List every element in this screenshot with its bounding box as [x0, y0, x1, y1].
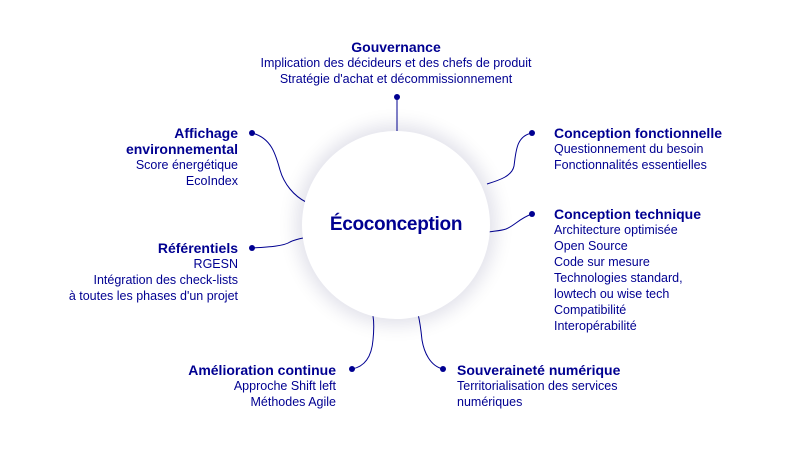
node-dot-gouvernance — [394, 94, 400, 100]
branch-title: Affichage — [174, 125, 238, 141]
branch-referentiels: Référentiels RGESN Intégration des check… — [8, 240, 238, 304]
branch-item: RGESN — [193, 257, 238, 271]
connector-amelioration — [351, 315, 375, 370]
branch-item: Fonctionnalités essentielles — [554, 158, 707, 172]
branch-item: Implication des décideurs et des chefs d… — [260, 56, 532, 70]
node-dot-amelioration — [349, 366, 355, 372]
branch-item: Stratégie d'achat et décommissionnement — [279, 72, 513, 86]
branch-item: Code sur mesure — [554, 255, 650, 269]
branch-item: Approche Shift left — [233, 379, 336, 393]
node-dot-conception-technique — [529, 211, 535, 217]
branch-item: lowtech ou wise tech — [554, 287, 670, 301]
connector-conception-fonctionnelle — [486, 132, 533, 185]
branch-item: Questionnement du besoin — [554, 142, 704, 156]
node-dot-conception-fonctionnelle — [529, 130, 535, 136]
branch-souverainete: Souveraineté numérique Territorialisatio… — [457, 362, 717, 410]
branch-amelioration: Amélioration continue Approche Shift lef… — [88, 362, 336, 410]
branch-title: Amélioration continue — [188, 362, 336, 378]
branch-item: Architecture optimisée — [554, 223, 678, 237]
branch-conception-technique: Conception technique Architecture optimi… — [554, 206, 784, 334]
branch-item: Open Source — [554, 239, 628, 253]
branch-title: Conception technique — [554, 206, 701, 222]
branch-item: Territorialisation des services — [457, 379, 618, 393]
node-dot-souverainete — [440, 366, 446, 372]
node-dot-referentiels — [249, 245, 255, 251]
branch-item: Intégration des check-lists — [93, 273, 238, 287]
connector-conception-technique — [488, 213, 533, 233]
branch-conception-fonctionnelle: Conception fonctionnelle Questionnement … — [554, 125, 784, 173]
branch-item: numériques — [457, 395, 523, 409]
branch-gouvernance: Gouvernance Implication des décideurs et… — [196, 39, 596, 87]
branch-item: à toutes les phases d'un projet — [68, 289, 238, 303]
branch-item: Score énergétique — [135, 158, 238, 172]
branch-title: Référentiels — [157, 240, 238, 256]
branch-title: Souveraineté numérique — [457, 362, 621, 378]
branch-title: Conception fonctionnelle — [554, 125, 722, 141]
connector-souverainete — [417, 313, 444, 370]
node-dot-affichage — [249, 130, 255, 136]
branch-item: EcoIndex — [185, 174, 238, 188]
branch-title: environnemental — [125, 141, 238, 157]
branch-item: Technologies standard, — [554, 271, 683, 285]
center-label: Écoconception — [329, 214, 463, 235]
branch-item: Méthodes Agile — [250, 395, 336, 409]
branch-item: Interopérabilité — [554, 319, 637, 333]
connector-affichage — [251, 132, 307, 203]
center-circle: Écoconception — [302, 131, 490, 319]
connector-referentiels — [251, 237, 304, 249]
branch-title: Gouvernance — [351, 39, 441, 55]
branch-item: Compatibilité — [554, 303, 627, 317]
branch-affichage: Affichage environnemental Score énergéti… — [8, 125, 238, 189]
